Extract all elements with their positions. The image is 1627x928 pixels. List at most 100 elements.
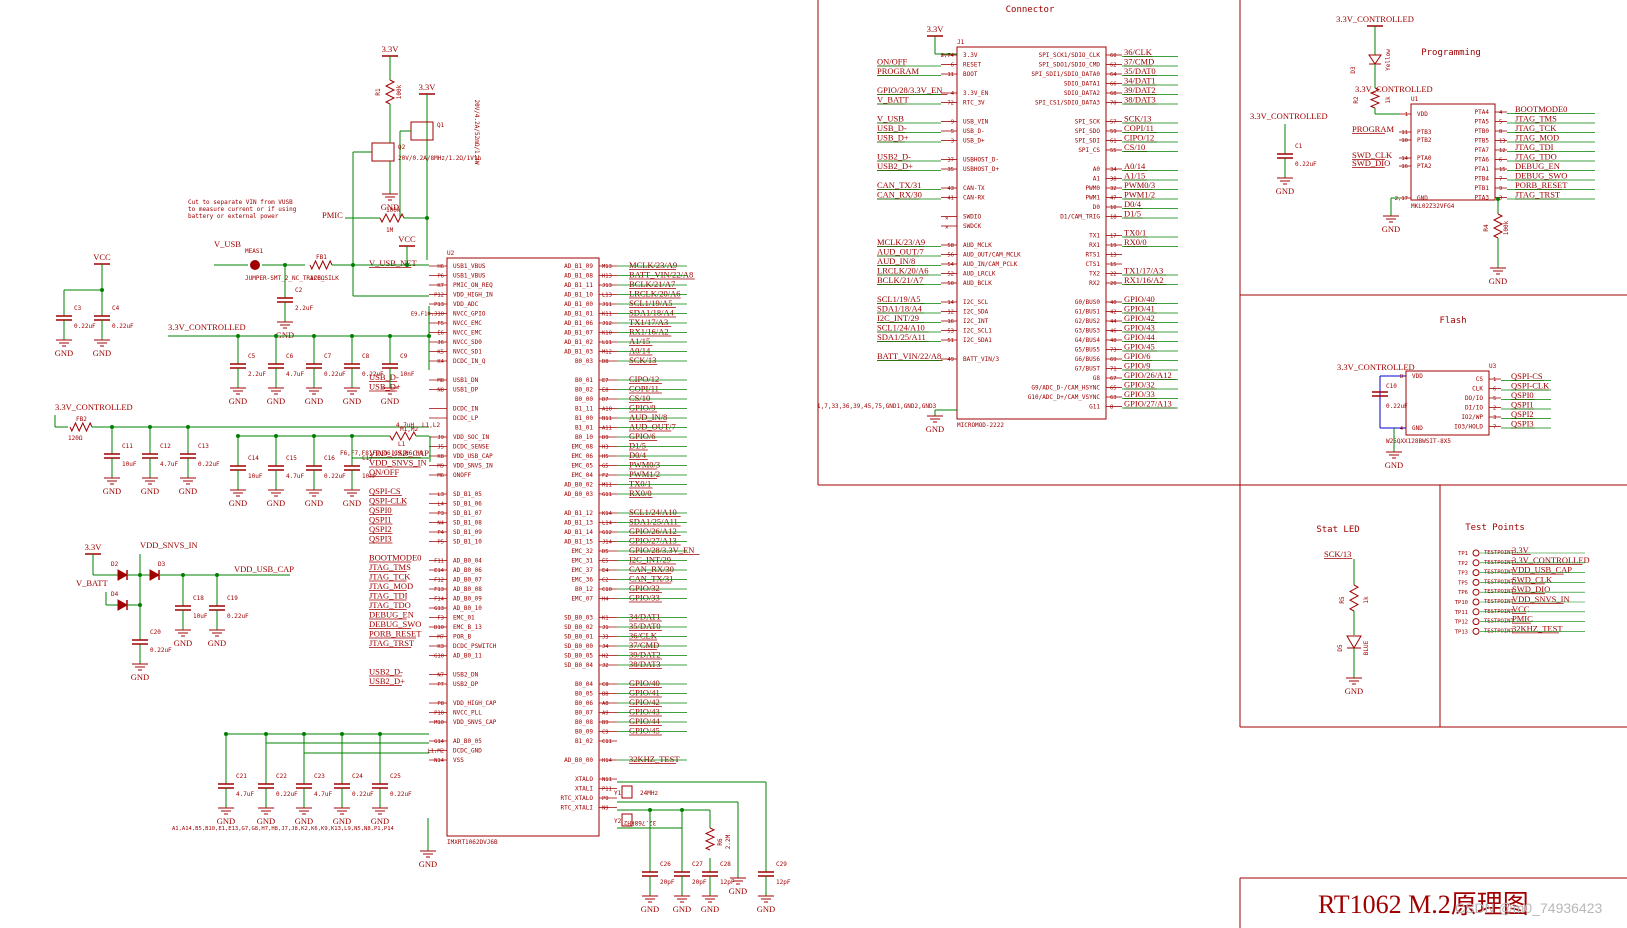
u2-pin-name: VSS (453, 757, 464, 764)
net-label: PWM0/3 (1124, 180, 1155, 190)
j1-pin-name: USBHOST_D+ (963, 166, 1000, 173)
y1-ref: Y1 (614, 790, 622, 797)
section-title-test-points: Test Points (1465, 523, 1525, 533)
j1-pin-num: 64 (1110, 72, 1117, 78)
net-label: V_BATT (877, 95, 909, 105)
j1-pin-name: SPI_SDI1/SDIO_DATA0 (1031, 71, 1100, 78)
j1-pin-name: G5/BUS5 (1075, 347, 1101, 354)
j1-pin-name: SPI_SCK1/SDIO_CLK (1039, 52, 1101, 59)
net-label: QSPI3 (1511, 419, 1534, 429)
gnd-label: GND (179, 486, 197, 496)
u2-pin-num: H3 (602, 445, 609, 451)
u2-pin-name: EMC_31 (571, 558, 593, 565)
c10-val: 0.22uF (1386, 403, 1408, 410)
net-label: SCL1/24/A10 (629, 507, 677, 517)
j1-pin-name: G10/ADC_D+/CAM_VSYNC (1028, 394, 1101, 401)
net-label: QSPI2 (1511, 409, 1534, 419)
u2-pin-name: AD_B1_15 (564, 539, 593, 546)
net-label: GPIO/6 (1124, 351, 1150, 361)
j1-pin-name: SDIO_DATA2 (1064, 90, 1101, 97)
cap-value: 2.2uF (248, 371, 266, 378)
j1-pin-name: PWM1 (1086, 195, 1101, 202)
u2-pin-name: DCDC_PSWITCH (453, 643, 497, 650)
net-label: CAN_RX/30 (629, 564, 674, 574)
u1-part: MKL02Z32VFG4 (1411, 203, 1455, 210)
j1-pin-num: 67 (1110, 376, 1117, 382)
net-label: GPIO/41 (629, 688, 660, 698)
u2-pin-name: EMC_37 (571, 567, 593, 574)
j1-pin-num: 57 (1110, 120, 1117, 126)
net-label: MCLK/23/A9 (877, 237, 925, 247)
u2-pin-num: J12 (602, 321, 612, 327)
u2-pin-name: NVCC_GPIO (453, 311, 486, 318)
u1-led-ref: D3 (1350, 66, 1357, 74)
q1-desc: 20V/4.2A/52mΩ/1.4W (473, 99, 480, 164)
u1-pin-num: 10 (1401, 138, 1408, 144)
net-label: RX0/0 (1124, 237, 1147, 247)
gnd-label: GND (1345, 686, 1363, 696)
net-label: 34/DAT1 (1124, 76, 1156, 86)
tp-ref: TP13 (1455, 629, 1468, 635)
u1-pin-name: PTA5 (1475, 119, 1490, 126)
mosfet-q1 (410, 121, 434, 141)
gnd-label: GND (295, 816, 313, 826)
j1-pin-num: 37 (947, 158, 954, 164)
j1-pin-name: G9/ADC_D-/CAM_HSYNC (1031, 385, 1100, 392)
u2-pin-name: B0_08 (575, 719, 593, 726)
u2-pin-num: J5 (437, 445, 444, 451)
ctrl-label: 3.3V_CONTROLLED (168, 322, 246, 332)
cap-value: 0.22uF (276, 791, 298, 798)
u2-pin-num: M11 (602, 483, 612, 489)
u2-pin-name: VDD_HIGH_IN (453, 292, 493, 299)
junction (215, 573, 219, 577)
j1-pin-name: SPI_CS (1078, 147, 1100, 154)
cap-ref: C25 (390, 773, 401, 780)
r3-val: 100k (386, 207, 401, 214)
j1-ref: J1 (957, 39, 965, 46)
j1-pin-num: 42 (1110, 310, 1117, 316)
j1-pin-name: RX1 (1089, 242, 1100, 249)
u1-vdd-net: 3.3V_CONTROLLED (1355, 84, 1433, 94)
j1-pin-num: 71 (1110, 367, 1117, 373)
j1-pin-num: 49 (947, 357, 954, 363)
no-connect: ✕ (945, 224, 949, 231)
u2-pin-name: VDD_HIGH_CAP (453, 700, 497, 707)
resistor (1492, 213, 1504, 239)
u2-pin-name: VDD_SNVS_IN (453, 463, 493, 470)
net-label: PWM1/2 (1124, 190, 1155, 200)
j1-pin-name: USBHOST_D- (963, 157, 999, 164)
j1-pin-name: RX2 (1089, 280, 1100, 287)
r6-val: 2.2M (725, 834, 732, 849)
net-label: JTAG_TCK (369, 572, 411, 582)
u2-pin-name: POR_B (453, 634, 471, 641)
u2-pin-num: L11 (602, 340, 612, 346)
u2-pin-num: M13 (602, 264, 612, 270)
net-label: BOOTMODE0 (369, 553, 421, 563)
u2-part: IMXRT1062DVJ6B (447, 839, 498, 846)
u2-pin-name: NVCC_PLL (453, 710, 482, 717)
y2-ref: Y2 (614, 818, 622, 825)
gnd-label: GND (141, 486, 159, 496)
cap-value: 4.7uF (314, 791, 332, 798)
mosfet-q2 (371, 142, 395, 162)
u2-pin-num: P8 (437, 701, 444, 707)
l1-val: 4.7uH (396, 422, 414, 429)
net-label: SDA1/18/A4 (877, 304, 923, 314)
net-label: QSPI-CS (369, 486, 401, 496)
j1-pin-name: AUD_MCLK (963, 242, 992, 249)
u2-pin-num: P13 (434, 302, 444, 308)
u2-pin-num: K7 (437, 283, 444, 289)
u2-pin-num: D7 (602, 397, 609, 403)
u2-pin-name: USB2_DN (453, 672, 479, 679)
jumper (250, 260, 260, 270)
net-label: PORB_RESET (1515, 180, 1568, 190)
u2-pin-name: USB1_DP (453, 387, 479, 394)
cap-ref: C6 (286, 353, 294, 360)
u2-pin-num: P9 (602, 796, 609, 802)
net-label: SCK/13 (629, 355, 656, 365)
j1-pin-num: 63 (1110, 395, 1117, 401)
j1-pin-num: 35 (947, 167, 954, 173)
net-label: 36/CLK (629, 631, 658, 641)
cap-value: 4.7uF (236, 791, 254, 798)
r4-val: 100k (1503, 220, 1510, 235)
